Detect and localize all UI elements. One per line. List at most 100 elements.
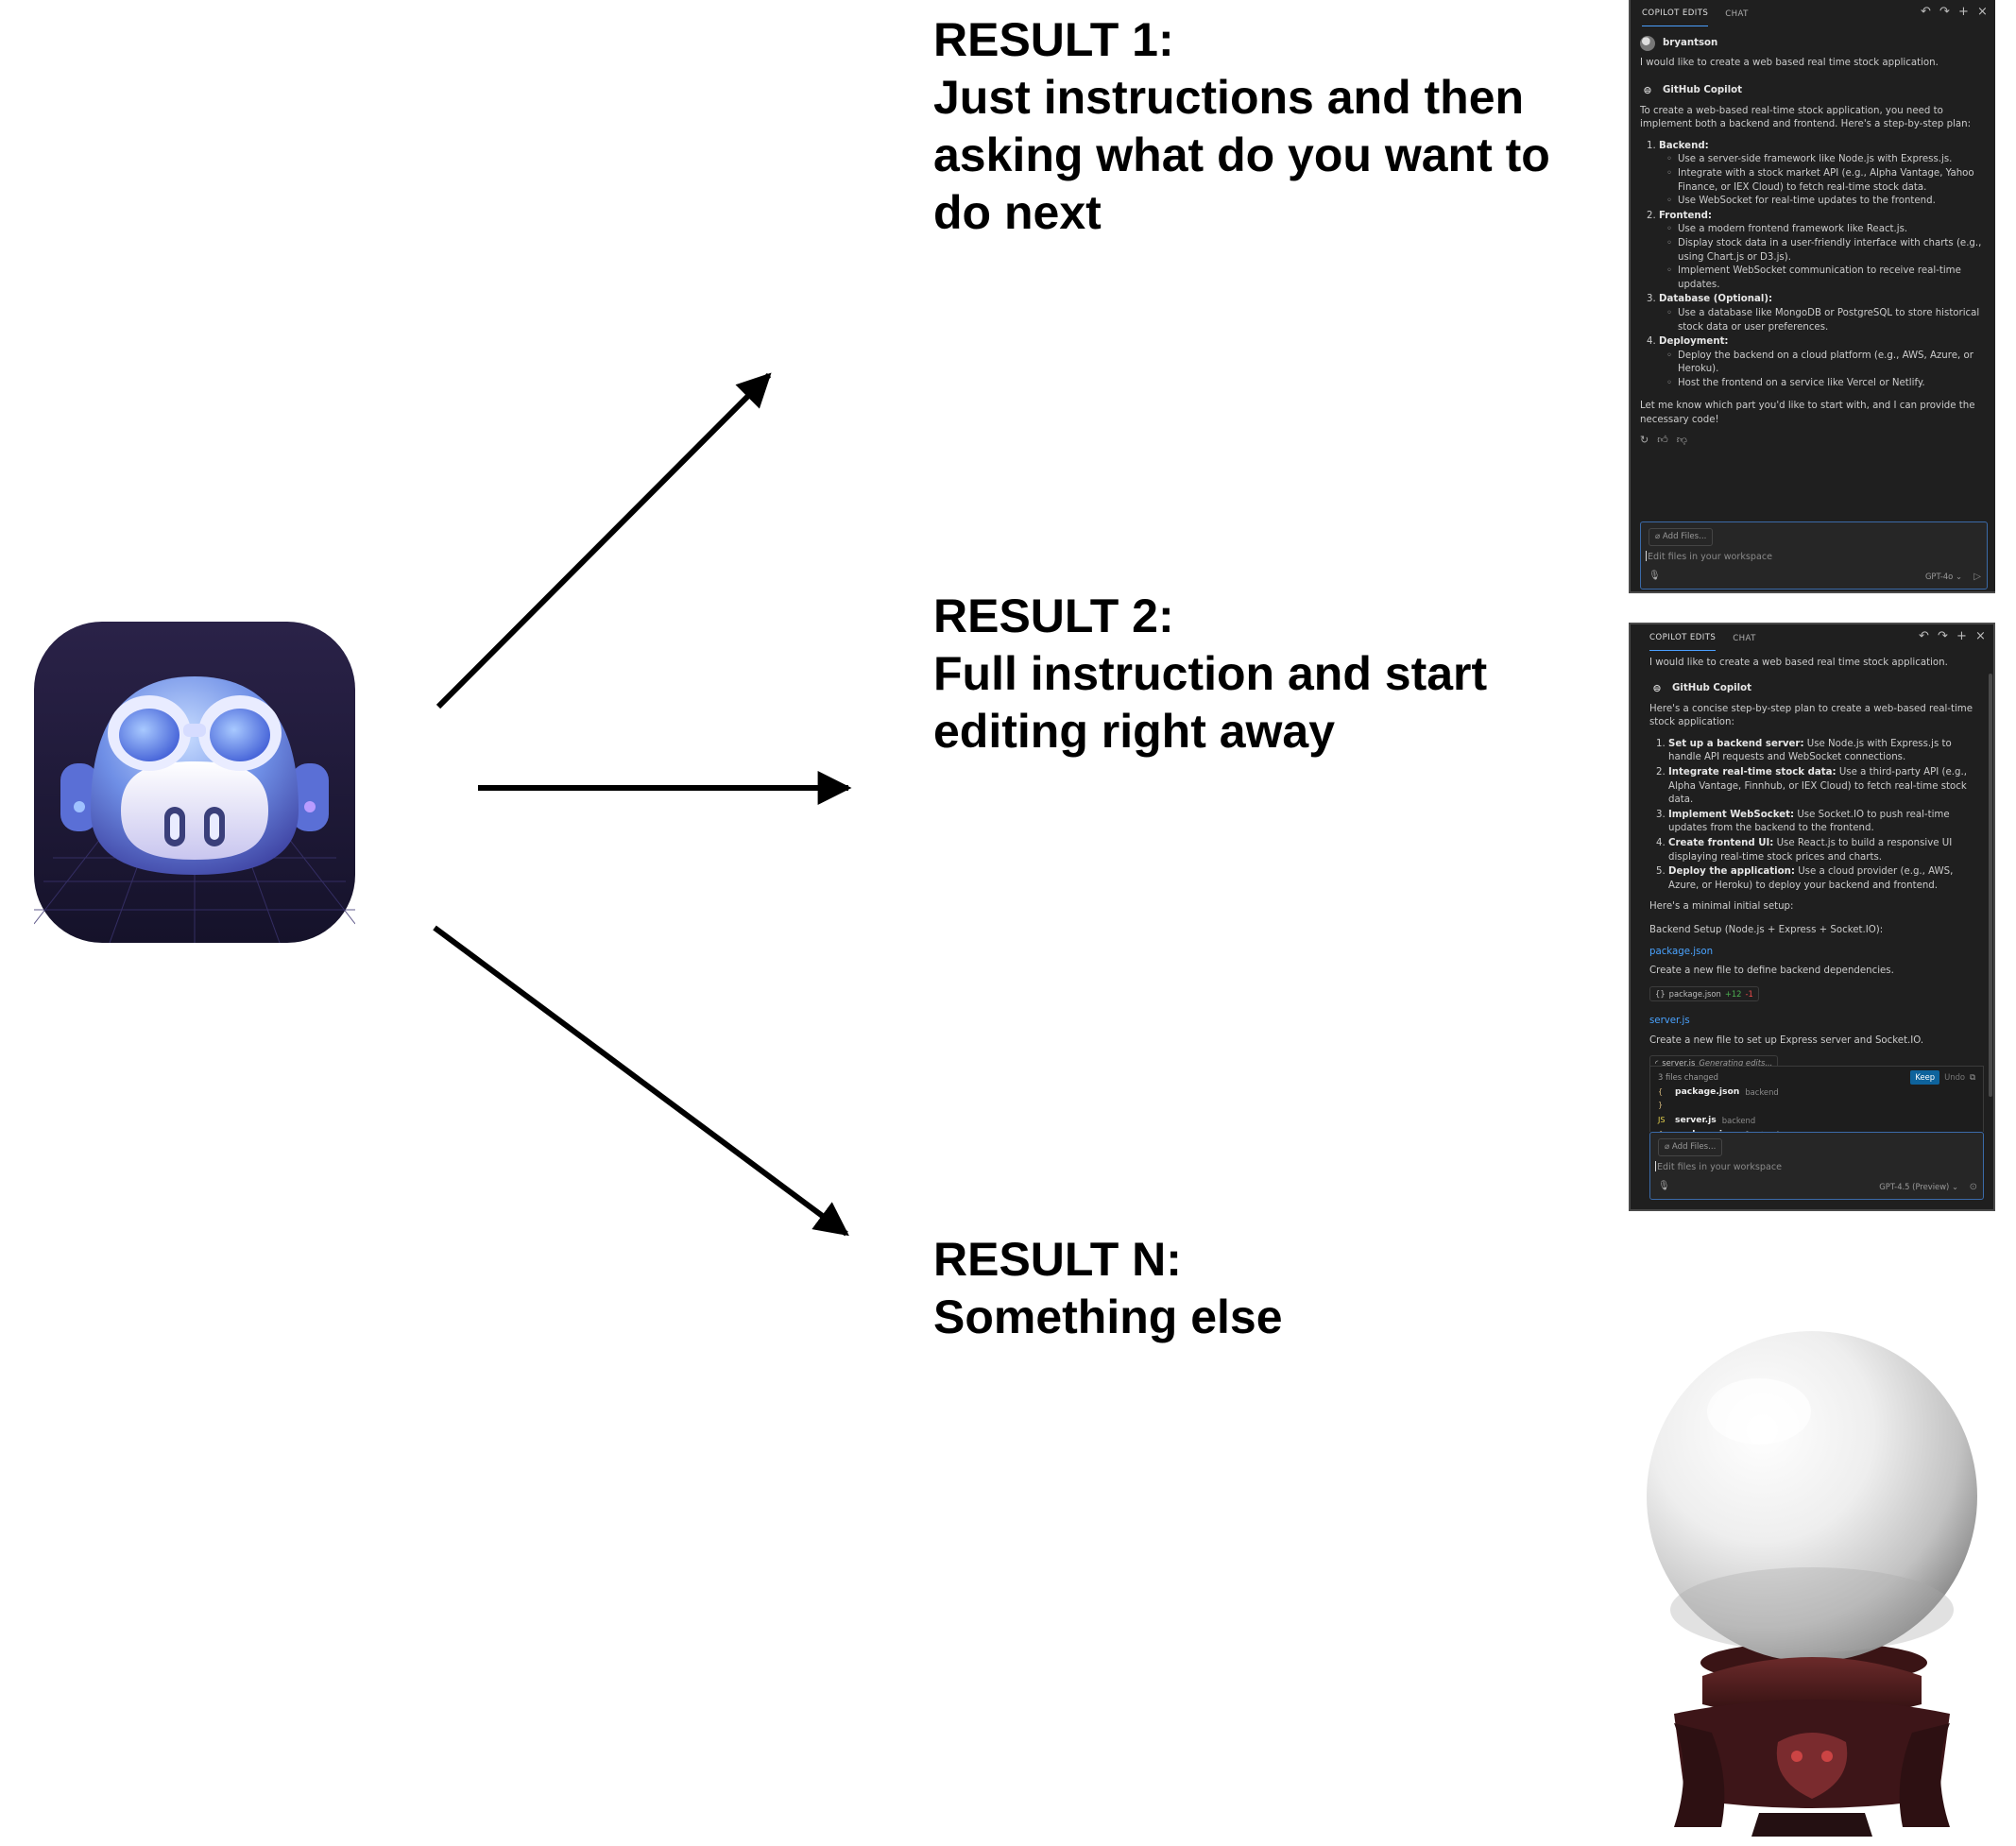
close-icon[interactable]: × — [1977, 5, 1988, 19]
redo-icon[interactable]: ↷ — [1939, 5, 1950, 19]
copilot-panel-result-2: COPILOT EDITS CHAT ↶ ↷ + × I would like … — [1629, 623, 1995, 1211]
crystal-ball-image — [1647, 1331, 1977, 1837]
bot-name: GitHub Copilot — [1663, 85, 1742, 96]
user-prompt: I would like to create a web based real … — [1640, 58, 1939, 68]
tab-chat[interactable]: CHAT — [1725, 9, 1749, 20]
step-title: Create frontend UI: — [1668, 837, 1774, 848]
lines-added: +12 — [1724, 988, 1742, 999]
result-1-title: RESULT 1: — [933, 13, 1174, 66]
user-prompt: I would like to create a web based real … — [1649, 658, 1948, 668]
step-item: Deployment: Deploy the backend on a cloud… — [1659, 335, 1986, 390]
copilot-icon: ⊜ — [1643, 84, 1652, 97]
model-picker[interactable]: GPT-4.5 (Preview) ⌄ — [1879, 1182, 1958, 1192]
copilot-icon: ⊜ — [1652, 682, 1662, 695]
changed-file-name: server.js — [1675, 1114, 1717, 1125]
step-sub-item: Display stock data in a user-friendly in… — [1666, 237, 1986, 265]
undo-button[interactable]: Undo — [1944, 1072, 1966, 1082]
result-n-title: RESULT N: — [933, 1233, 1182, 1286]
user-name: bryantson — [1663, 37, 1718, 48]
step-text: Use React.js to build a responsive UI di… — [1668, 837, 1953, 863]
step-title: Set up a backend server: — [1668, 738, 1804, 749]
send-icon[interactable]: ⊙ — [1969, 1182, 1977, 1193]
microphone-icon[interactable]: 🎙︎ — [1658, 1181, 1670, 1192]
undo-icon[interactable]: ↶ — [1919, 629, 1929, 643]
step-title: Deploy the application: — [1668, 866, 1795, 878]
plus-icon[interactable]: + — [1958, 5, 1969, 19]
step-text: Use a cloud provider (e.g., AWS, Azure, … — [1668, 866, 1954, 891]
files-changed-count: 3 files changed — [1658, 1072, 1718, 1082]
edit-input-placeholder[interactable]: Edit files in your workspace — [1655, 1161, 1782, 1175]
step-sub-item: Use WebSocket for real-time updates to t… — [1666, 195, 1986, 209]
file1-description: Create a new file to define backend depe… — [1649, 966, 1894, 977]
avatar — [1640, 36, 1655, 51]
changed-file-dir: backend — [1721, 1115, 1756, 1125]
undo-icon[interactable]: ↶ — [1921, 5, 1931, 19]
chip-file-name: package.json — [1668, 988, 1721, 999]
bot-header: ⊜ GitHub Copilot — [1649, 682, 1980, 697]
response-steps: Set up a backend server: Use Node.js wit… — [1668, 738, 1980, 894]
bot-name: GitHub Copilot — [1672, 683, 1751, 694]
step-item: Deploy the application: Use a cloud prov… — [1668, 865, 1980, 893]
user-header: bryantson — [1640, 36, 1986, 51]
model-name: GPT-4.5 (Preview) — [1879, 1182, 1950, 1192]
redo-icon[interactable]: ↷ — [1938, 629, 1948, 643]
step-sub-item: Use a server-side framework like Node.js… — [1666, 153, 1986, 167]
step-text: Use Node.js with Express.js to handle AP… — [1668, 738, 1952, 763]
result-2-title: RESULT 2: — [933, 590, 1174, 642]
file2-description: Create a new file to set up Express serv… — [1649, 1034, 1924, 1046]
step-sub-item: Use a modern frontend framework like Rea… — [1666, 223, 1986, 237]
spinner-icon: ◜ — [1655, 1058, 1659, 1068]
step-title: Backend: — [1659, 140, 1709, 151]
step-sub-item: Use a database like MongoDB or PostgreSQ… — [1666, 307, 1986, 334]
github-copilot-app-icon — [34, 622, 355, 943]
step-title: Deployment: — [1659, 336, 1729, 348]
server-js-link[interactable]: server.js — [1649, 1016, 1690, 1027]
close-icon[interactable]: × — [1975, 629, 1986, 643]
result-1-label: RESULT 1: Just instructions and then ask… — [933, 11, 1595, 242]
chat-input-box[interactable]: ⌀ Add Files... Edit files in your worksp… — [1649, 1132, 1984, 1200]
chat-input-box[interactable]: ⌀ Add Files... Edit files in your worksp… — [1640, 521, 1988, 590]
bot-header: ⊜ GitHub Copilot — [1640, 84, 1986, 99]
changed-files-box: 3 files changed Keep Undo ⧉ { }package.j… — [1649, 1066, 1984, 1153]
plus-icon[interactable]: + — [1956, 629, 1967, 643]
panel-tabs: COPILOT EDITS CHAT ↶ ↷ + × — [1631, 0, 1995, 26]
result-2-description: Full instruction and start editing right… — [933, 647, 1488, 758]
send-icon[interactable]: ▷ — [1973, 572, 1981, 583]
step-item: Backend: Use a server-side framework like… — [1659, 140, 1986, 209]
step-item: Implement WebSocket: Use Socket.IO to pu… — [1668, 809, 1980, 836]
microphone-icon[interactable]: 🎙︎ — [1649, 571, 1661, 582]
tab-copilot-edits[interactable]: COPILOT EDITS — [1642, 7, 1709, 26]
changed-file-name: package.json — [1675, 1085, 1740, 1097]
step-title: Frontend: — [1659, 210, 1712, 221]
json-file-icon: {} — [1655, 988, 1666, 999]
package-json-link[interactable]: package.json — [1649, 946, 1714, 957]
thumbs-up-icon[interactable]: 👍︎ — [1657, 433, 1668, 446]
tab-chat[interactable]: CHAT — [1733, 634, 1756, 644]
add-files-label: Add Files... — [1671, 1142, 1717, 1152]
model-picker[interactable]: GPT-4o ⌄ — [1924, 572, 1962, 582]
step-item: Database (Optional):Use a database like … — [1659, 293, 1986, 334]
keep-button[interactable]: Keep — [1910, 1070, 1940, 1085]
step-sub-item: Deploy the backend on a cloud platform (… — [1666, 350, 1986, 377]
diff-icon[interactable]: ⧉ — [1970, 1072, 1975, 1082]
step-item: Frontend: Use a modern frontend framework… — [1659, 210, 1986, 293]
add-files-button[interactable]: ⌀ Add Files... — [1649, 528, 1714, 546]
add-files-button[interactable]: ⌀ Add Files... — [1658, 1138, 1723, 1156]
step-item: Set up a backend server: Use Node.js wit… — [1668, 738, 1980, 765]
tab-copilot-edits[interactable]: COPILOT EDITS — [1649, 631, 1717, 651]
arrow-to-result-n — [433, 925, 849, 1237]
result-2-label: RESULT 2: Full instruction and start edi… — [933, 588, 1595, 761]
edit-input-placeholder[interactable]: Edit files in your workspace — [1646, 551, 1772, 565]
thumbs-down-icon[interactable]: 👎︎ — [1676, 433, 1687, 446]
package-json-chip[interactable]: {} package.json +12 -1 — [1649, 985, 1759, 1002]
scrollbar[interactable] — [1989, 674, 1992, 1097]
changed-file-dir: backend — [1745, 1086, 1779, 1097]
setup-intro: Here's a minimal initial setup: — [1649, 901, 1794, 913]
step-item: Integrate real-time stock data: Use a th… — [1668, 766, 1980, 808]
lines-removed: -1 — [1745, 988, 1753, 999]
step-text: Use a third-party API (e.g., Alpha Vanta… — [1668, 766, 1967, 806]
step-sub-item: Implement WebSocket communication to rec… — [1666, 265, 1986, 292]
retry-icon[interactable]: ↻ — [1640, 433, 1649, 446]
